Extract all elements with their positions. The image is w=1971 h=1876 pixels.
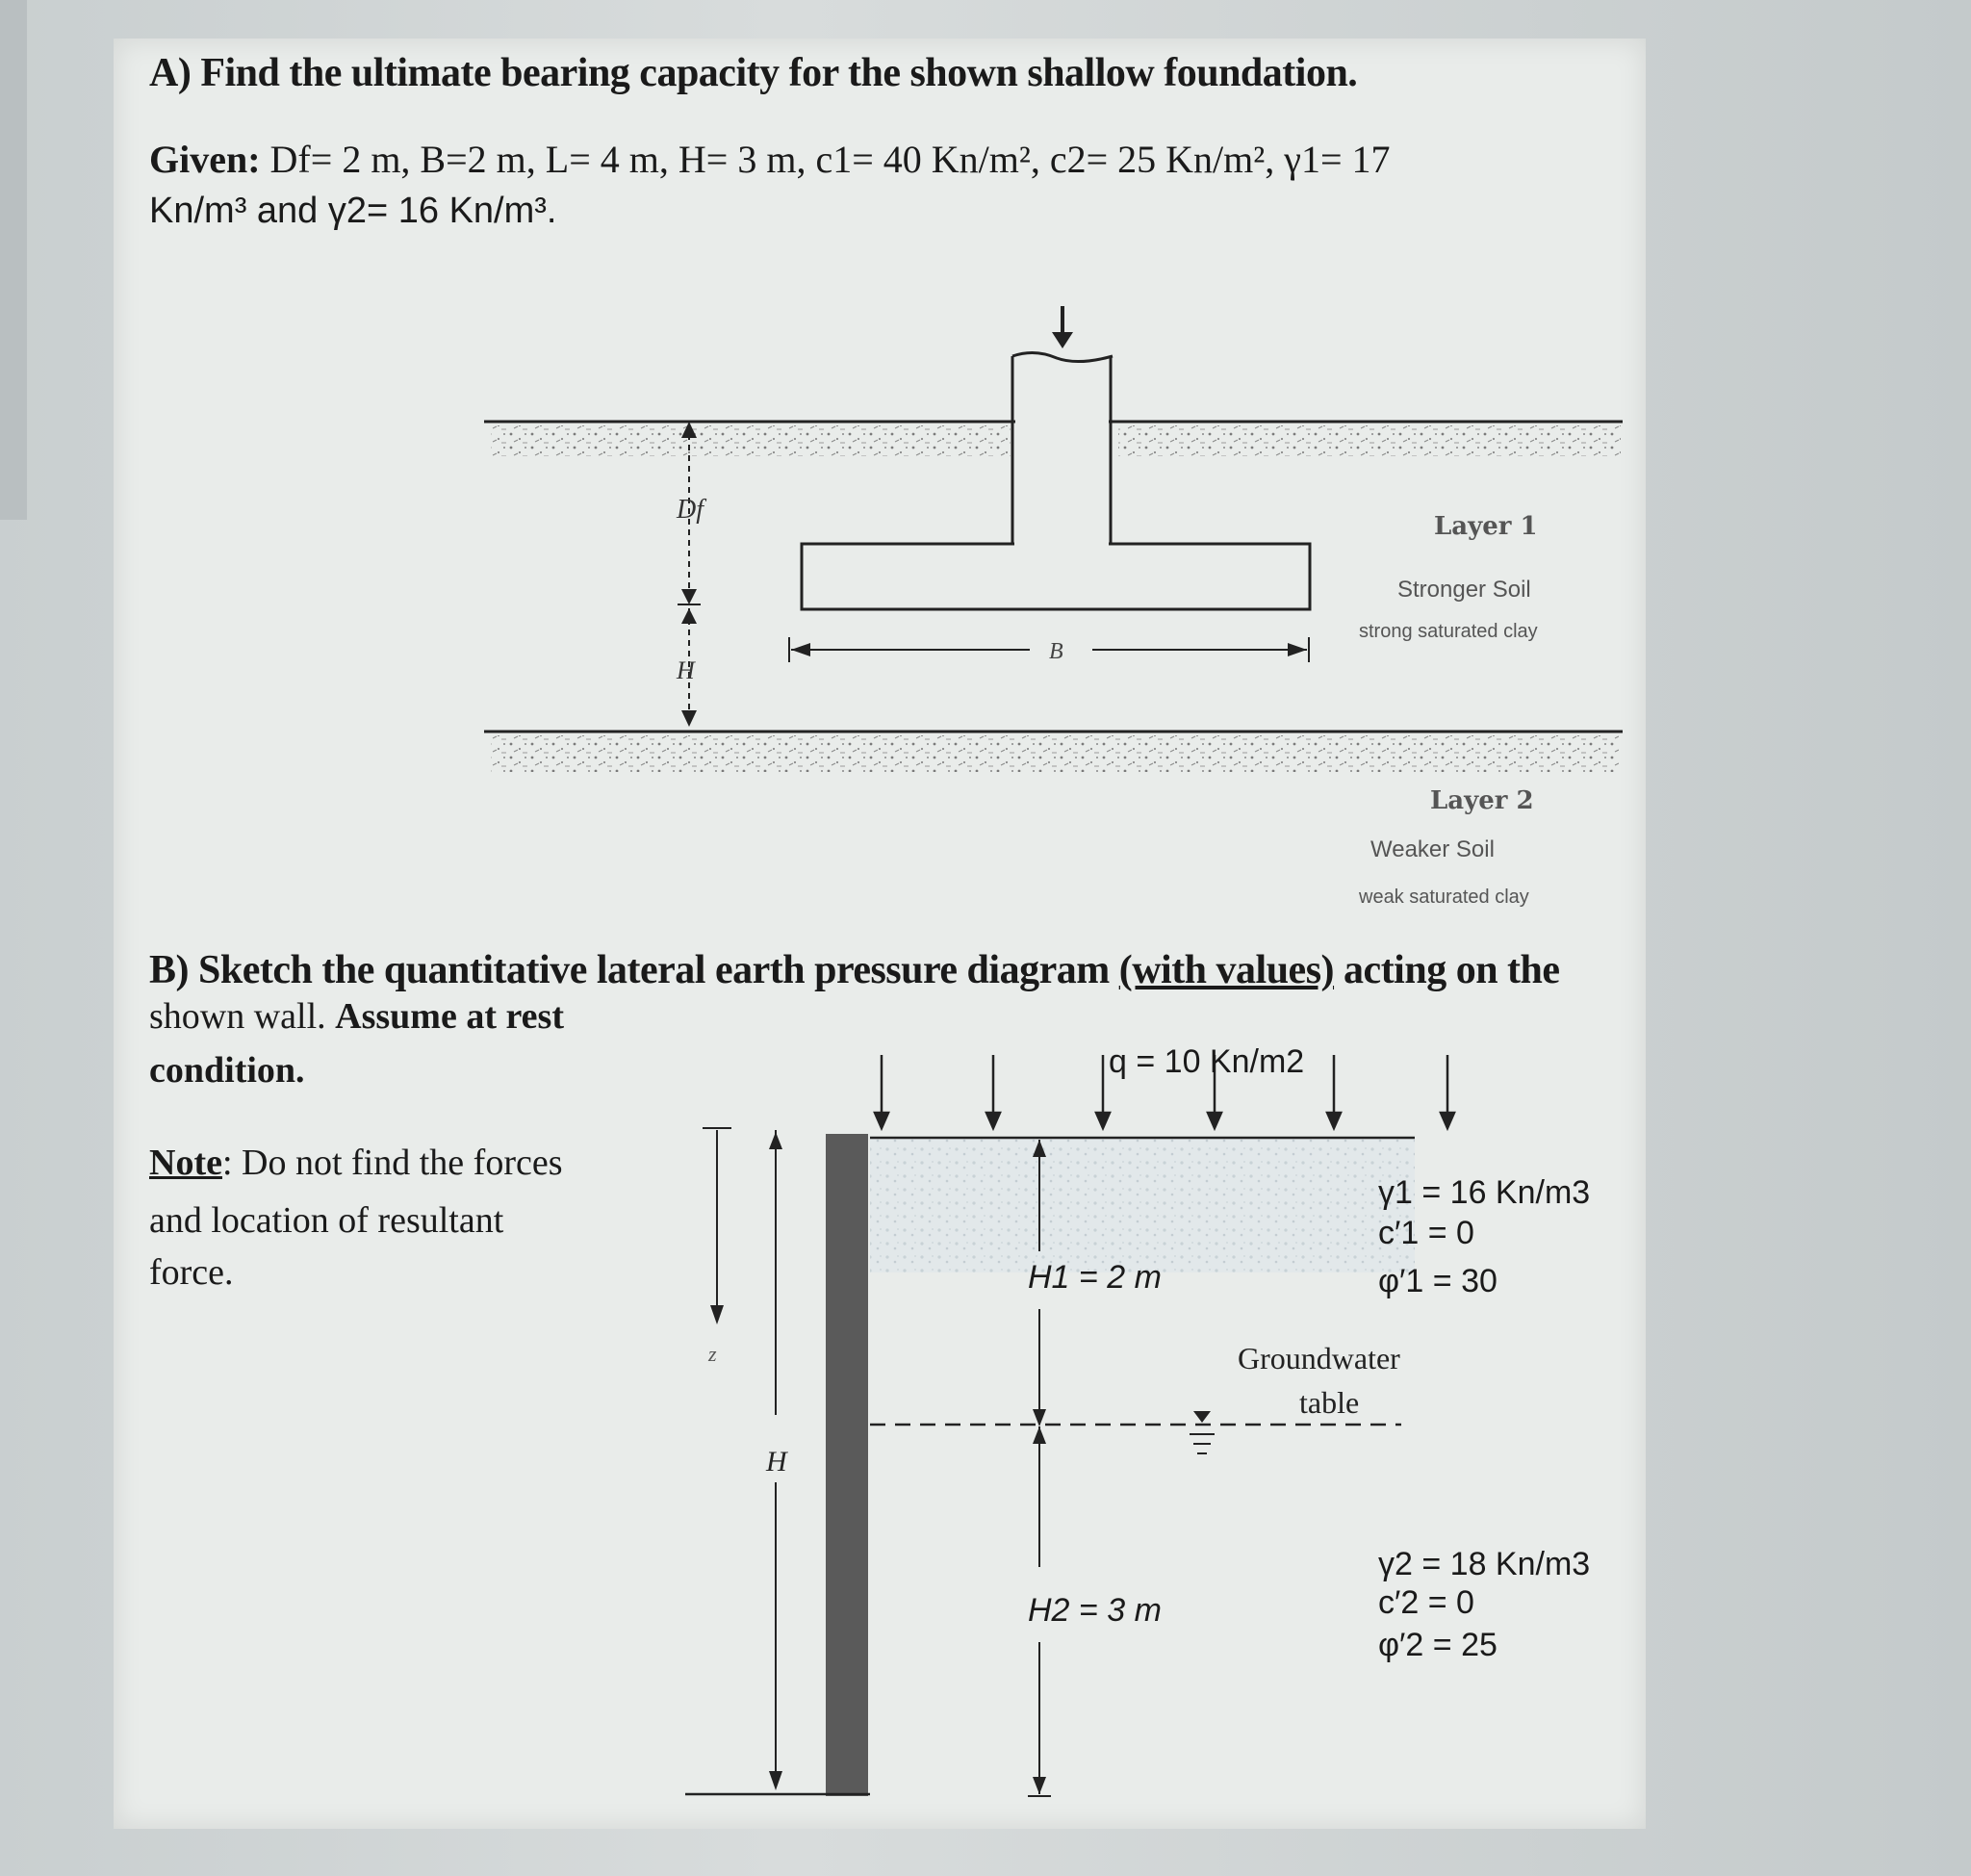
retaining-wall [826, 1134, 868, 1796]
b-label: B [1049, 639, 1063, 664]
groundwater-label-1: Groundwater [1238, 1341, 1400, 1375]
question-sheet [114, 39, 1646, 1829]
given-line-2: Kn/m³ and γ2= 16 Kn/m³. [149, 191, 557, 231]
shallow-foundation-figure: Df H B Layer 1 Stronger Soil strong satu… [484, 306, 1623, 908]
h-label: H [676, 656, 696, 684]
part-b-title-a: B) Sketch the quantitative lateral earth… [149, 948, 1110, 992]
layer-1-name: Stronger Soil [1397, 577, 1531, 603]
note-line-2: and location of resultant [149, 1200, 504, 1241]
ground-hatch-right [1118, 425, 1621, 456]
h2-label: H2 = 3 m [1028, 1592, 1162, 1629]
z-label: z [707, 1342, 717, 1366]
surcharge-label: q = 10 Kn/m2 [1109, 1043, 1304, 1080]
layer-2-gamma: γ2 = 18 Kn/m3 [1378, 1546, 1590, 1582]
given-values-line-1: Df= 2 m, B=2 m, L= 4 m, H= 3 m, c1= 40 K… [269, 138, 1391, 181]
layer-2-name: Weaker Soil [1370, 836, 1495, 862]
part-b-title-line-1: B) Sketch the quantitative lateral earth… [149, 947, 1560, 993]
given-line-1: Given: Df= 2 m, B=2 m, L= 4 m, H= 3 m, c… [149, 137, 1391, 182]
layer-2-cohesion: c′2 = 0 [1378, 1584, 1474, 1621]
layer-1-cohesion: c′1 = 0 [1378, 1215, 1474, 1251]
part-b-title-line-2a: shown wall. [149, 996, 326, 1037]
given-label: Given: [149, 138, 261, 181]
layer-1-title: Layer 1 [1434, 512, 1538, 541]
water-table-icon [1193, 1411, 1211, 1423]
layer-1-gamma: γ1 = 16 Kn/m3 [1378, 1174, 1590, 1211]
ground-hatch-left [491, 425, 1011, 456]
part-b-title-b: acting on the [1344, 948, 1560, 992]
background-strip [0, 0, 27, 520]
note-text-1: : Do not find the forces [221, 1143, 563, 1183]
surcharge-arrows [873, 1055, 1456, 1132]
layer-2-friction-angle: φ′2 = 25 [1378, 1627, 1497, 1663]
layer-2-title: Layer 2 [1430, 786, 1534, 815]
part-a-title: A) Find the ultimate bearing capacity fo… [149, 51, 1358, 95]
part-b-title-line-2: shown wall. Assume at rest [149, 995, 564, 1038]
layer-2-desc: weak saturated clay [1358, 887, 1529, 908]
part-b-title-underlined: (with values) [1118, 948, 1335, 992]
note-label: Note [149, 1143, 222, 1183]
note-line-3: force. [149, 1252, 234, 1293]
backfill-layer-1 [870, 1138, 1415, 1272]
note-line-1: Note: Do not find the forces [149, 1142, 563, 1184]
df-label: Df [676, 495, 706, 525]
h-total-label: H [765, 1446, 789, 1478]
part-b-title-line-2b: Assume at rest [335, 996, 564, 1037]
part-b-title-line-3: condition. [149, 1050, 305, 1091]
h1-label: H1 = 2 m [1028, 1259, 1162, 1296]
layer-1-friction-angle: φ′1 = 30 [1378, 1263, 1497, 1299]
groundwater-label-2: table [1299, 1385, 1359, 1420]
layer-1-desc: strong saturated clay [1359, 621, 1538, 642]
